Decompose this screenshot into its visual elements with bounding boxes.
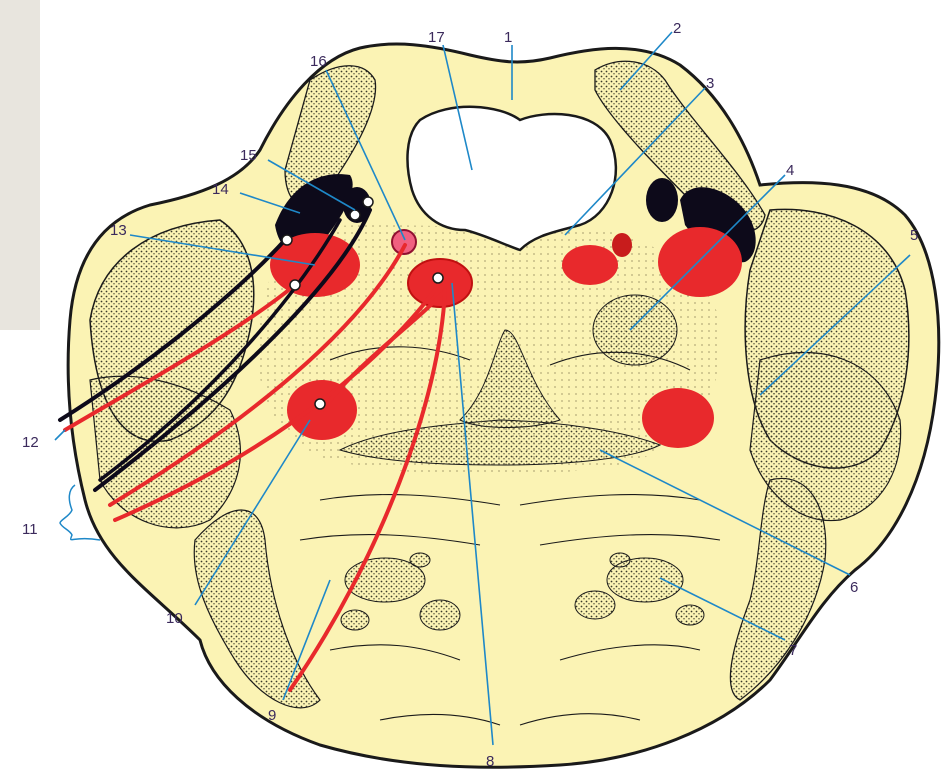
label-14: 14	[212, 181, 229, 198]
label-10: 10	[166, 610, 183, 627]
right-facial-nucleus-region	[593, 295, 677, 365]
label-12: 12	[22, 434, 39, 451]
label-1: 1	[504, 29, 512, 46]
label-9: 9	[268, 707, 276, 724]
label-7: 7	[789, 642, 797, 659]
label-11: 11	[22, 521, 38, 538]
label-6: 6	[850, 579, 858, 596]
label-13: 13	[110, 222, 127, 239]
label-15: 15	[240, 147, 257, 164]
right-red-nucleus-medial	[562, 245, 618, 285]
right-dark-nucleus-small	[646, 178, 678, 222]
right-red-nucleus-lateral	[658, 227, 742, 297]
label-4: 4	[786, 162, 794, 179]
right-red-nucleus-small	[612, 233, 632, 257]
background-remnant	[0, 0, 40, 330]
label-8: 8	[486, 753, 494, 770]
label-2: 2	[673, 20, 681, 37]
right-red-nucleus-lower	[642, 388, 714, 448]
label-16: 16	[310, 53, 327, 70]
label-5: 5	[910, 227, 918, 244]
label-3: 3	[706, 75, 714, 92]
label-17: 17	[428, 29, 445, 46]
